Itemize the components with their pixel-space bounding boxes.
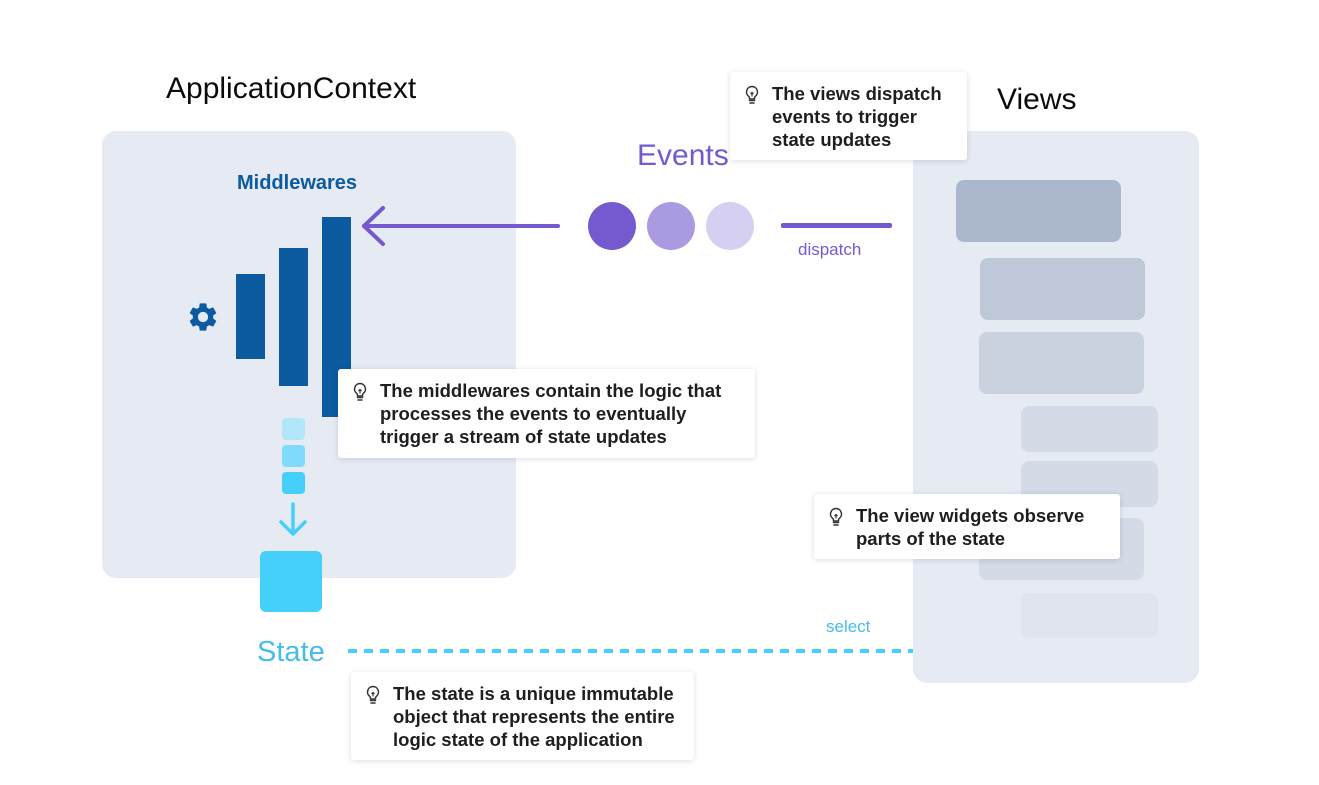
tip-middlewares: The middlewares contain the logic that p… <box>338 369 755 458</box>
view-widget-4 <box>1021 406 1158 452</box>
state-label: State <box>257 636 325 668</box>
gear-icon <box>186 300 220 334</box>
tip-widgets-observe: The view widgets observe parts of the st… <box>814 494 1120 559</box>
lightbulb-icon <box>744 85 760 110</box>
tip-views-dispatch: The views dispatch events to trigger sta… <box>730 72 967 160</box>
middleware-bar-2 <box>279 248 308 386</box>
tip-state: The state is a unique immutable object t… <box>351 672 694 760</box>
view-widget-7 <box>1021 593 1158 638</box>
view-widget-1 <box>956 180 1121 242</box>
select-label: select <box>826 617 871 636</box>
state-update-square-1 <box>282 418 305 440</box>
state-square <box>260 551 322 612</box>
middlewares-label: Middlewares <box>237 172 358 194</box>
state-update-square-3 <box>282 472 305 494</box>
dispatch-line <box>781 223 892 228</box>
tip-widgets-observe-text: The view widgets observe parts of the st… <box>856 505 1085 549</box>
tip-views-dispatch-text: The views dispatch events to trigger sta… <box>772 83 942 150</box>
dispatch-label: dispatch <box>798 240 862 259</box>
tip-middlewares-text: The middlewares contain the logic that p… <box>380 380 722 447</box>
event-dot-2 <box>647 202 695 250</box>
view-widget-3 <box>979 332 1144 394</box>
state-update-square-2 <box>282 445 305 467</box>
middleware-bar-1 <box>236 274 265 359</box>
arrow-down-icon <box>276 500 310 540</box>
arrow-left-icon <box>356 202 562 250</box>
event-dot-1 <box>588 202 636 250</box>
view-widget-2 <box>980 258 1145 320</box>
event-dot-3 <box>706 202 754 250</box>
events-label: Events <box>637 139 729 172</box>
lightbulb-icon <box>352 382 368 407</box>
app-context-panel <box>102 131 516 578</box>
app-context-title: ApplicationContext <box>166 72 417 105</box>
lightbulb-icon <box>365 685 381 710</box>
tip-state-text: The state is a unique immutable object t… <box>393 683 675 750</box>
views-title: Views <box>997 83 1077 116</box>
lightbulb-icon <box>828 507 844 532</box>
